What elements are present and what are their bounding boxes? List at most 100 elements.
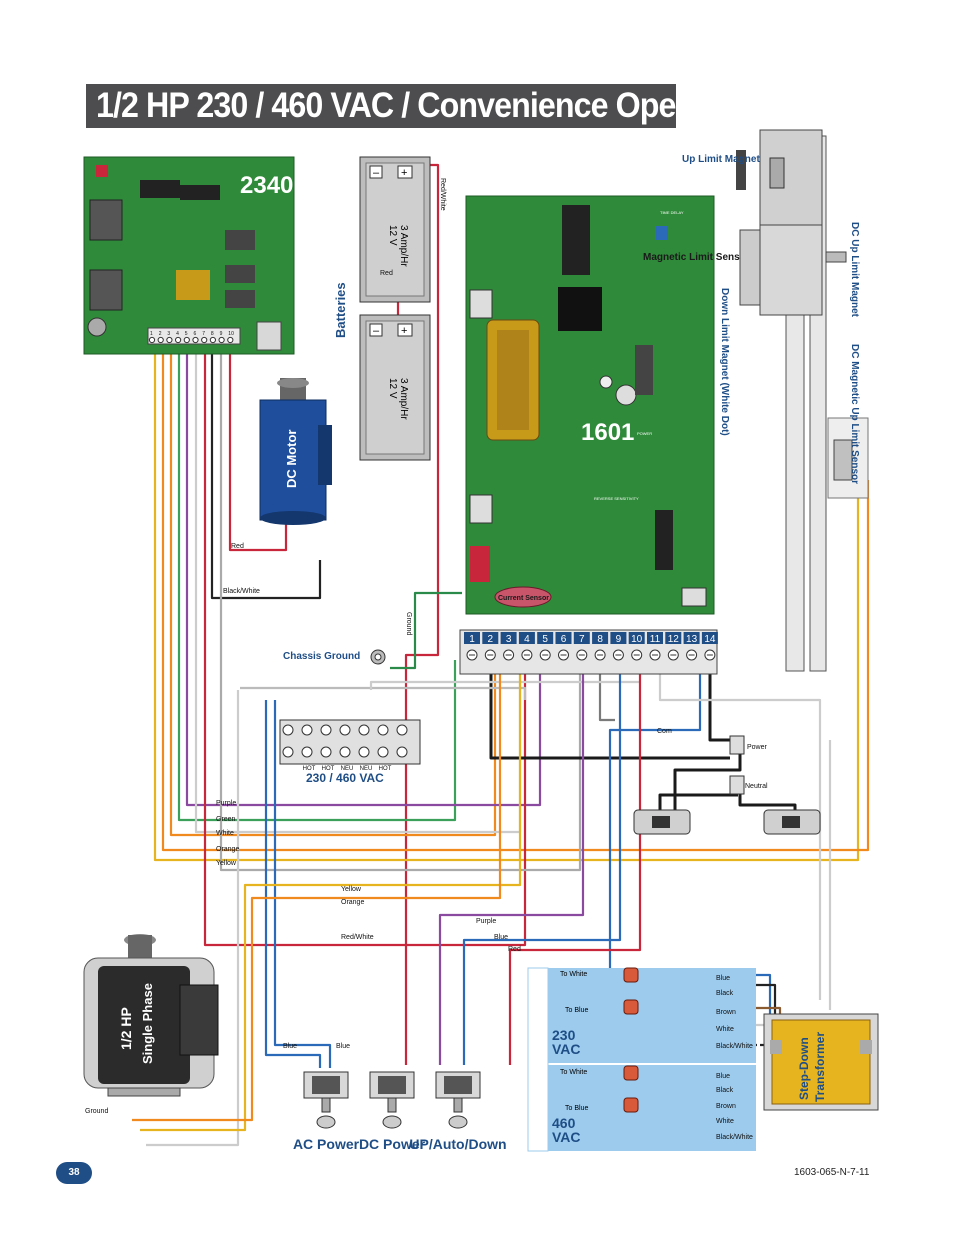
- current-sensor-label: Current Sensor: [498, 595, 549, 602]
- purple-wire: [185, 345, 542, 807]
- wire-label-orange: Orange: [216, 846, 239, 853]
- transformer-label-line2: Transformer: [813, 1032, 827, 1102]
- terminal-2340-number: 4: [176, 331, 179, 337]
- wire-label-blue-mid: Blue: [494, 934, 508, 941]
- terminal-1601: 8: [592, 632, 609, 661]
- dc-motor-label: DC Motor: [284, 430, 299, 489]
- battery1-line2: 3 Amp/Hr: [398, 225, 409, 267]
- terminal-1601-number: 10: [631, 634, 643, 645]
- terminal-1601: 5: [537, 632, 554, 661]
- terminal-block-label-item: HOT: [303, 766, 316, 772]
- yellow-harness: [153, 345, 860, 862]
- chassis-ground: Chassis Ground: [283, 649, 386, 665]
- transformer-wire-label: Black/White: [716, 1134, 753, 1141]
- dc-motor-red-wire: [228, 350, 288, 552]
- terminal-1601-number: 13: [686, 634, 698, 645]
- ac-motor-label-line1: 1/2 HP: [118, 1007, 134, 1050]
- terminal-block-screw: [301, 724, 313, 758]
- terminal-1601: 12: [665, 632, 682, 661]
- terminal-2340: 9: [218, 331, 225, 344]
- red-white-wire-2: [203, 345, 527, 947]
- white-motor-wire: [146, 690, 240, 1147]
- transformer-wire-label: Brown: [716, 1103, 736, 1110]
- toggle-switch[interactable]: AC Power: [293, 1071, 360, 1152]
- terminal-2340-number: 9: [220, 331, 223, 337]
- battery2-neg: –: [373, 325, 380, 337]
- reverse-sensitivity-label: REVERSE SENSITIVITY: [594, 496, 639, 501]
- panel-230-top: 230: [552, 1027, 576, 1043]
- terminal-2340-number: 8: [211, 331, 214, 337]
- toggle-switch[interactable]: UP/Auto/Down: [409, 1071, 507, 1152]
- terminal-1601-number: 3: [506, 634, 512, 645]
- terminal-2340: 7: [201, 331, 208, 344]
- wire-label-red-battery: Red: [380, 270, 393, 277]
- terminal-block-screw: [339, 724, 351, 758]
- doc-code: 1603-065-N-7-11: [794, 1167, 870, 1178]
- dc-magnetic-up-limit-sensor-label: DC Magnetic Up Limit Sensor: [849, 344, 860, 484]
- ac-power-blue: [264, 700, 322, 1068]
- panel-230-bottom: VAC: [552, 1041, 581, 1057]
- wire-label-blue-sw1: Blue: [283, 1043, 297, 1050]
- terminal-2340: 6: [192, 331, 199, 344]
- board-1601-label: 1601: [581, 419, 634, 446]
- ac-power-blue-2: [273, 700, 332, 1068]
- terminal-2340-number: 6: [194, 331, 197, 337]
- transformer-panels: 230 VAC 460 VAC To White To Blue To Whit…: [527, 967, 756, 1152]
- terminal-1601-number: 9: [616, 634, 622, 645]
- terminal-block-label-item: HOT: [322, 766, 335, 772]
- terminal-1601-number: 7: [579, 634, 585, 645]
- wire-label-purple2: Purple: [476, 918, 496, 925]
- terminal-1601-number: 5: [542, 634, 548, 645]
- battery1-neg: –: [373, 167, 380, 179]
- wire-label-red-white-mid: Red/White: [341, 934, 374, 941]
- orange-harness: [161, 345, 870, 852]
- power-wire: [673, 750, 742, 810]
- switch-label: UP/Auto/Down: [409, 1136, 506, 1152]
- switch-label: AC Power: [293, 1136, 360, 1152]
- terminal-1601: 9: [610, 632, 627, 661]
- wire-label-orange2: Orange: [341, 899, 364, 906]
- transformer-wire-label: Brown: [716, 1009, 736, 1016]
- transformer-wire-label: White: [716, 1026, 734, 1033]
- switch-label: DC Power: [359, 1136, 426, 1152]
- terminal-1601-number: 8: [597, 634, 603, 645]
- terminal-1601: 10: [628, 632, 645, 661]
- wire-label-yellow2: Yellow: [341, 886, 362, 893]
- terminal-1601: 13: [683, 632, 700, 661]
- transformer-wire-label: Blue: [716, 1073, 730, 1080]
- wire-label-yellow: Yellow: [216, 860, 237, 867]
- ac-motor: 1/2 HP Single Phase: [83, 934, 219, 1097]
- wire-nut: [623, 1065, 639, 1081]
- wire-label-ground-board: Ground: [405, 612, 412, 635]
- neutral-wire: [738, 790, 797, 810]
- wire-label-red-dc-motor: Red: [231, 543, 244, 550]
- wire-label-red-white-top: Red/White: [439, 178, 446, 211]
- up-limit-magnet-label: Up Limit Magnet: [682, 154, 760, 165]
- terminal-1601: 1: [464, 632, 480, 661]
- terminal-1601: 6: [555, 632, 572, 661]
- panel-460-to-white: To White: [560, 1069, 587, 1076]
- dc-motor: DC Motor: [259, 378, 332, 525]
- terminal-1601: 3: [500, 632, 517, 661]
- green-wire: [177, 345, 457, 822]
- terminal-1601-number: 4: [524, 634, 530, 645]
- wires: [132, 163, 870, 1147]
- toggle-switch[interactable]: DC Power: [359, 1071, 426, 1152]
- terminal-1601-number: 6: [561, 634, 567, 645]
- panel-460: [548, 1065, 756, 1151]
- wire-label-com: Com: [657, 728, 672, 735]
- battery1-pos: +: [401, 167, 407, 179]
- battery1-line1: 12 V: [387, 225, 398, 246]
- transformer-label-line1: Step-Down: [797, 1037, 811, 1100]
- terminal-1601: 14: [701, 632, 718, 661]
- terminal-2340-number: 1: [150, 331, 153, 337]
- wire-label-green: Green: [216, 816, 236, 823]
- terminal-2340-number: 7: [202, 331, 205, 337]
- terminal-2340: 5: [183, 331, 190, 344]
- terminal-2340-number: 2: [159, 331, 162, 337]
- terminal-2340: 10: [227, 331, 234, 344]
- terminal-2340: 8: [209, 331, 216, 344]
